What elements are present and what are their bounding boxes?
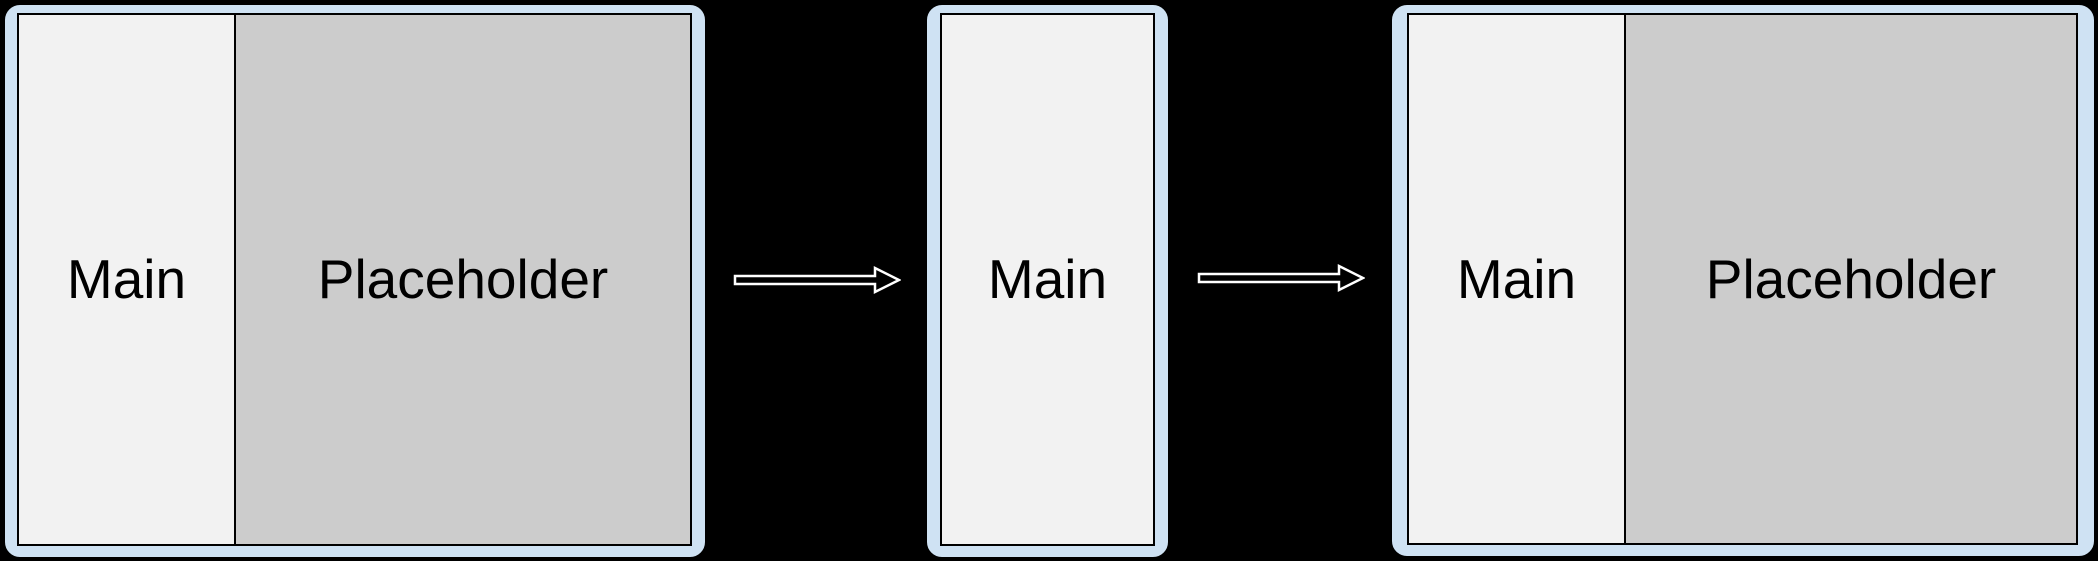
pane-main: Main	[19, 15, 234, 544]
panel-narrow-screen: Main	[940, 13, 1155, 546]
panel-wide-before-screen: Main Placeholder	[17, 13, 692, 546]
panel-wide-after: Main Placeholder	[1390, 3, 2096, 558]
pane-placeholder: Placeholder	[1624, 15, 2076, 543]
pane-main-label: Main	[66, 248, 187, 310]
panel-wide-before: Main Placeholder	[3, 3, 707, 559]
pane-placeholder-label: Placeholder	[1705, 247, 1997, 310]
pane-placeholder-label: Placeholder	[317, 248, 609, 310]
arrow-right-icon	[1197, 263, 1365, 293]
pane-main: Main	[1409, 15, 1624, 543]
panel-wide-after-screen: Main Placeholder	[1407, 13, 2078, 545]
pane-main-label: Main	[1456, 247, 1577, 310]
pane-main: Main	[942, 15, 1153, 544]
arrow-right-icon	[733, 265, 901, 295]
panel-narrow: Main	[925, 3, 1170, 559]
pane-placeholder: Placeholder	[234, 15, 690, 544]
pane-main-label: Main	[987, 248, 1108, 310]
